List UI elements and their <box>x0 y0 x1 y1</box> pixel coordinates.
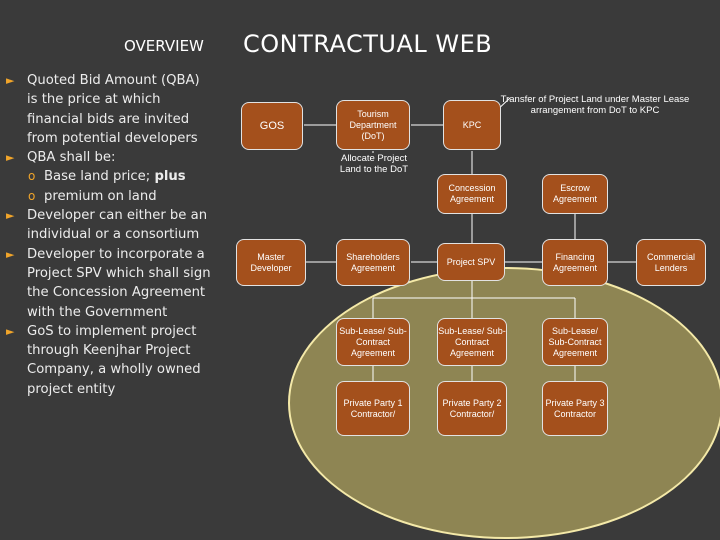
bullet-text: Developer can either be an individual or… <box>27 208 208 243</box>
transfer-land-label: Transfer of Project Land under Master Le… <box>500 94 690 116</box>
private-party-2-box: Private Party 2 Contractor/ <box>437 381 507 436</box>
bullet-text: Quoted Bid Amount (QBA) is the price at … <box>27 73 200 146</box>
overview-title: OVERVIEW <box>124 37 204 55</box>
sub-bullet-text: Base land price; <box>44 169 155 185</box>
private-party-1-box: Private Party 1 Contractor/ <box>336 381 410 436</box>
financing-agreement-box: Financing Agreement <box>542 239 608 286</box>
sublease-agreement-1-box: Sub-Lease/ Sub-Contract Agreement <box>336 318 410 366</box>
circle-bullet-icon: o <box>28 188 36 203</box>
sub-bullet-item: o Base land price; plus <box>6 167 212 186</box>
private-party-3-box: Private Party 3 Contractor <box>542 381 608 436</box>
bullet-text: Developer to incorporate a Project SPV w… <box>27 246 211 320</box>
shareholders-agreement-box: Shareholders Agreement <box>336 239 410 286</box>
triangle-bullet-icon: ► <box>6 209 15 223</box>
page-title: CONTRACTUAL WEB <box>243 30 493 58</box>
sub-bullet-text: premium on land <box>44 188 157 204</box>
sub-bullet-bold-text: plus <box>154 169 186 185</box>
sublease-agreement-2-box: Sub-Lease/ Sub-Contract Agreement <box>437 318 507 366</box>
master-developer-box: Master Developer <box>236 239 306 286</box>
allocate-land-label: Allocate Project Land to the DoT <box>339 153 409 175</box>
bullet-item: ► Developer can either be an individual … <box>6 206 212 245</box>
kpc-box: KPC <box>443 100 501 150</box>
sub-bullet-item: o premium on land <box>6 187 212 206</box>
triangle-bullet-icon: ► <box>6 324 15 338</box>
bullet-item: ► GoS to implement project through Keenj… <box>6 322 212 399</box>
bullet-text: GoS to implement project through Keenjha… <box>27 323 201 397</box>
bullet-item: ► Quoted Bid Amount (QBA) is the price a… <box>6 71 212 148</box>
commercial-lenders-box: Commercial Lenders <box>636 239 706 286</box>
triangle-bullet-icon: ► <box>6 74 15 87</box>
dot-box: Tourism Department (DoT) <box>336 100 410 150</box>
concession-agreement-box: Concession Agreement <box>437 174 507 214</box>
circle-bullet-icon: o <box>28 169 36 184</box>
triangle-bullet-icon: ► <box>6 247 15 261</box>
bullet-item: ► Developer to incorporate a Project SPV… <box>6 245 212 322</box>
project-spv-box: Project SPV <box>437 243 505 281</box>
triangle-bullet-icon: ► <box>6 151 15 165</box>
escrow-agreement-box: Escrow Agreement <box>542 174 608 214</box>
gos-box: GOS <box>241 102 303 150</box>
bullet-text: QBA shall be: <box>27 150 116 166</box>
sublease-agreement-3-box: Sub-Lease/ Sub-Contract Agreement <box>542 318 608 366</box>
bullet-item: ► QBA shall be: <box>6 148 212 167</box>
overview-bullet-list: ► Quoted Bid Amount (QBA) is the price a… <box>6 71 212 399</box>
